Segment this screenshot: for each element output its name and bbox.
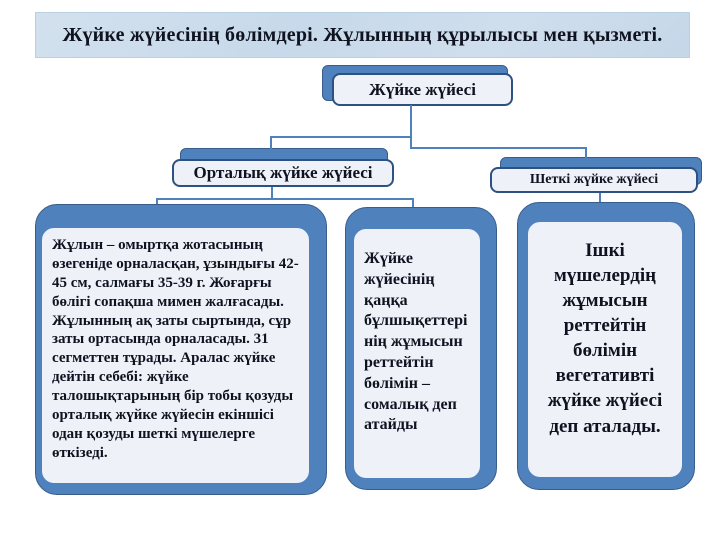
node-label: Шеткі жүйке жүйесі [490,167,698,193]
connector-left-drop [270,136,272,159]
slide-title: Жүйке жүйесінің бөлімдері. Жұлынның құры… [62,23,663,46]
connector-central-down [271,187,273,199]
detail-box-vegetative: Ішкі мүшелердің жұмысын реттейтін бөлімі… [517,202,695,490]
connector-spinal-drop [156,198,158,208]
detail-box-text: Ішкі мүшелердің жұмысын реттейтін бөлімі… [526,220,684,479]
connector-right-drop [585,147,587,167]
detail-box-spinal-cord: Жұлын – омыртқа жотасының өзегеніде орна… [35,204,327,495]
connector-root-down [410,105,412,149]
connector-lower-horizontal [156,198,414,200]
detail-box-somatic: Жүйке жүйесінің қаңқа бұлшықеттерінің жұ… [345,207,497,490]
connector-right-horizontal [410,147,587,149]
connector-vegetative-drop [599,193,601,205]
detail-box-text: Жұлын – омыртқа жотасының өзегеніде орна… [40,226,311,485]
slide-title-banner: Жүйке жүйесінің бөлімдері. Жұлынның құры… [35,12,690,58]
node-central-nervous-system: Орталық жүйке жүйесі [172,148,394,187]
node-label: Жүйке жүйесі [332,73,513,106]
connector-left-horizontal [270,136,412,138]
connector-somatic-drop [412,198,414,210]
node-nervous-system: Жүйке жүйесі [322,65,514,106]
node-label: Орталық жүйке жүйесі [172,159,394,187]
detail-box-text: Жүйке жүйесінің қаңқа бұлшықеттерінің жұ… [352,227,482,480]
node-peripheral-nervous-system: Шеткі жүйке жүйесі [490,157,702,193]
